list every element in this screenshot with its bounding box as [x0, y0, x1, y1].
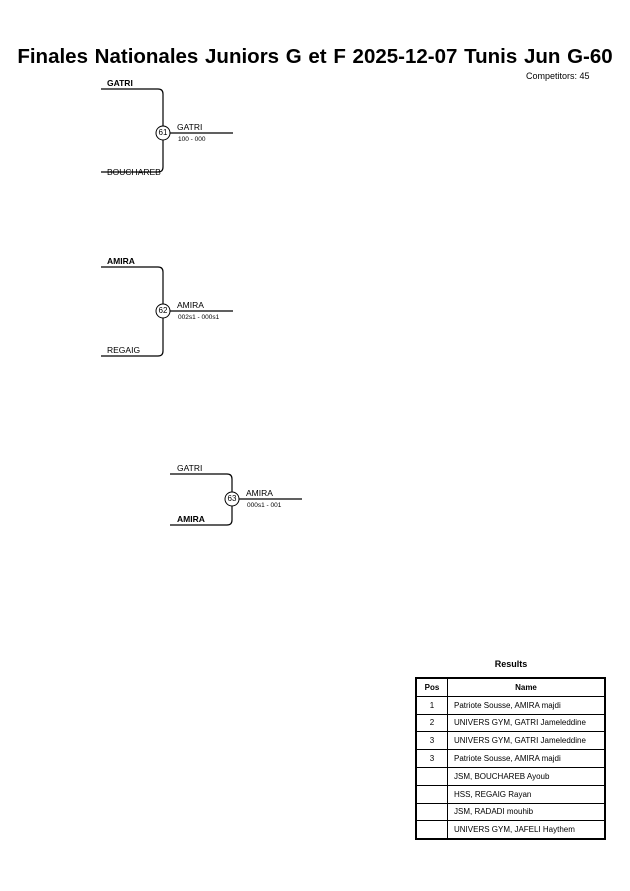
match-62-bottom-competitor[interactable]: REGAIG	[107, 345, 141, 355]
match-63-number: 63	[227, 494, 237, 503]
table-row: HSS, REGAIG Rayan	[415, 784, 606, 804]
match-61-score: 100 - 000	[178, 136, 206, 143]
table-row: JSM, RADADI mouhib	[415, 802, 606, 822]
result-name: Patriote Sousse, AMIRA majdi	[447, 749, 606, 768]
match-62-bracket	[101, 266, 164, 357]
result-name: JSM, RADADI mouhib	[447, 802, 606, 822]
result-pos: 2	[415, 713, 448, 733]
table-row: UNIVERS GYM, JAFELI Haythem	[415, 820, 606, 840]
match-61-bracket	[101, 88, 164, 173]
match-61-bottom-competitor[interactable]: BOUCHAREB	[107, 167, 161, 177]
results-header-row: Pos Name	[415, 677, 606, 697]
match-62-winner[interactable]: AMIRA	[177, 300, 204, 310]
result-pos	[415, 784, 448, 804]
result-name: UNIVERS GYM, JAFELI Haythem	[447, 820, 606, 840]
competitors-count: Competitors: 45	[526, 71, 590, 81]
match-63-score: 000s1 - 001	[247, 502, 282, 509]
match-62-circle	[155, 303, 171, 319]
result-pos	[415, 820, 448, 840]
match-62-number: 62	[158, 306, 168, 315]
match-63-winner[interactable]: AMIRA	[246, 488, 273, 498]
table-row: JSM, BOUCHAREB Ayoub	[415, 766, 606, 786]
result-pos: 1	[415, 695, 448, 715]
match-61-number: 61	[158, 128, 168, 137]
result-name: JSM, BOUCHAREB Ayoub	[447, 766, 606, 786]
name-header: Name	[447, 677, 606, 697]
result-name: UNIVERS GYM, GATRI Jameleddine	[447, 713, 606, 733]
match-62-top-competitor[interactable]: AMIRA	[107, 256, 135, 266]
match-61-circle	[155, 125, 171, 141]
match-63-bottom-competitor[interactable]: AMIRA	[177, 514, 205, 524]
result-pos: 3	[415, 731, 448, 751]
match-63-circle	[224, 491, 240, 507]
pos-header: Pos	[415, 677, 448, 697]
match-61-top-competitor[interactable]: GATRI	[107, 78, 133, 88]
match-63-top-competitor[interactable]: GATRI	[177, 463, 203, 473]
result-name: UNIVERS GYM, GATRI Jameleddine	[447, 731, 606, 751]
match-61-winner[interactable]: GATRI	[177, 122, 203, 132]
match-62-score: 002s1 - 000s1	[178, 314, 220, 321]
result-pos: 3	[415, 749, 448, 768]
result-pos	[415, 766, 448, 786]
result-name: Patriote Sousse, AMIRA majdi	[447, 695, 606, 715]
result-pos	[415, 802, 448, 822]
page-title: Finales Nationales Juniors G et F 2025-1…	[17, 45, 613, 68]
results-title: Results	[494, 659, 528, 669]
result-name: HSS, REGAIG Rayan	[447, 784, 606, 804]
